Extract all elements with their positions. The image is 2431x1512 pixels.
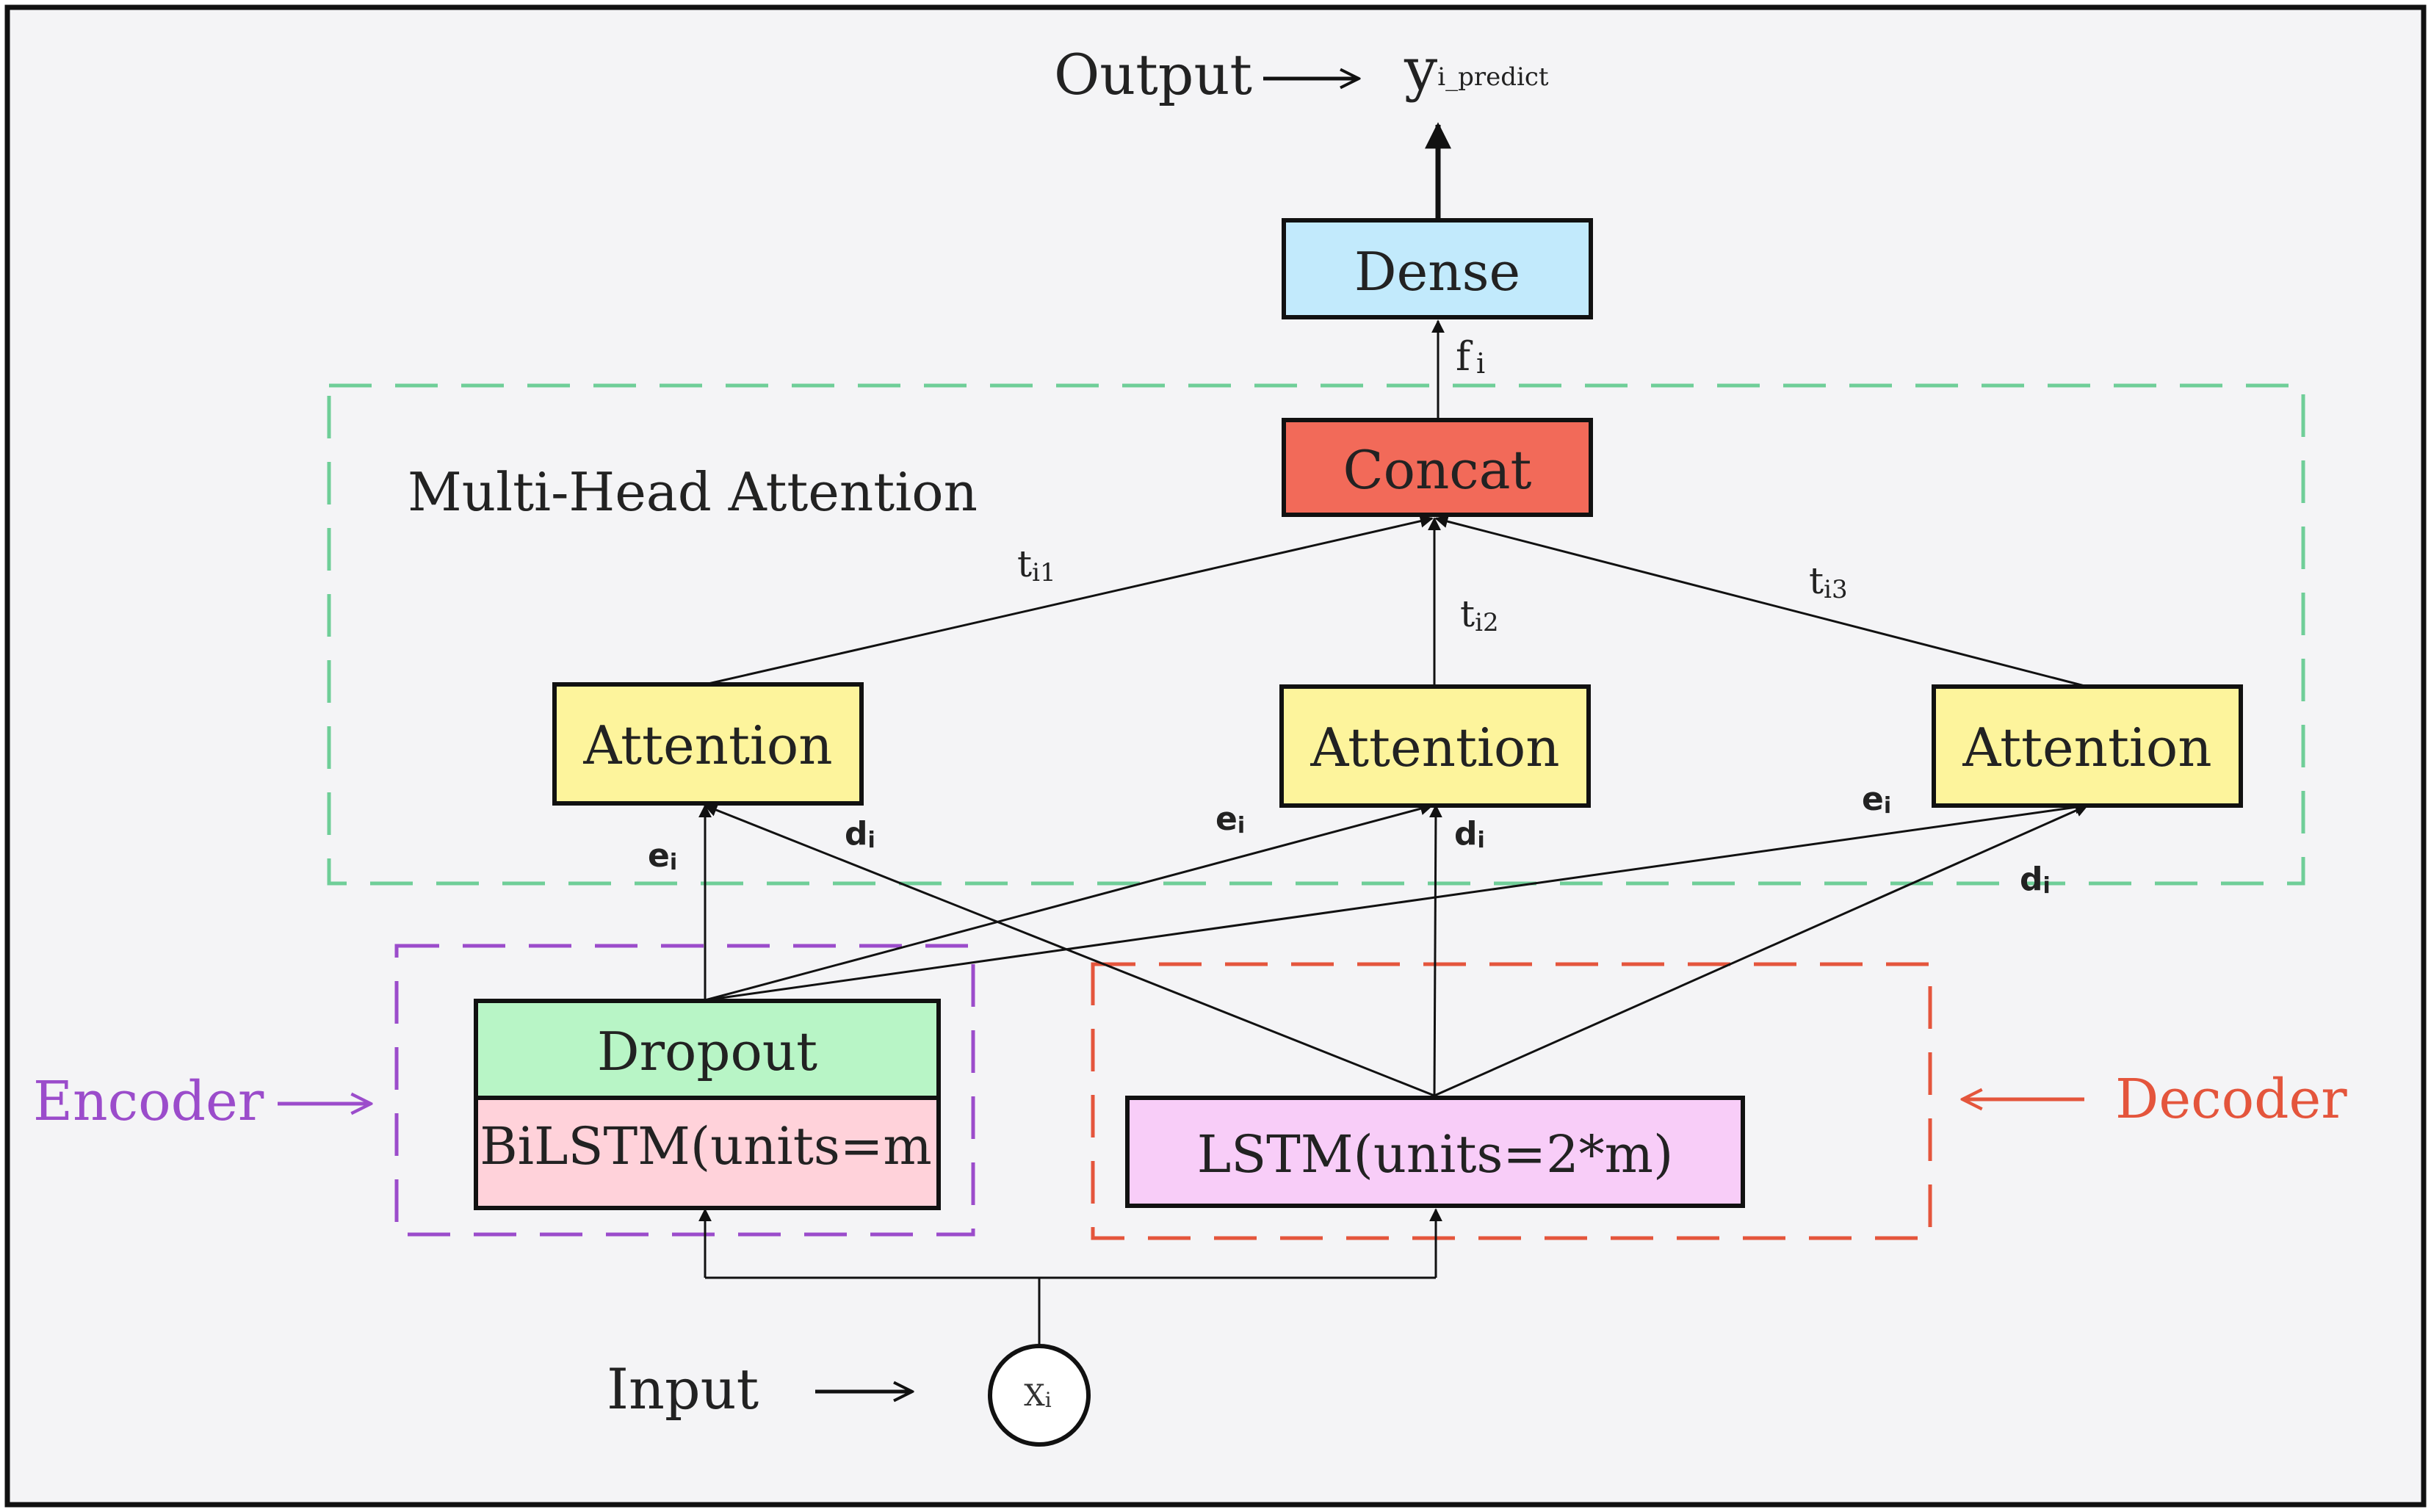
attention-box-1: Attention <box>552 682 864 806</box>
d-to-attention-3 <box>1434 804 2089 1097</box>
t2-label: ti2 <box>1460 593 1499 637</box>
bilstm-label: BiLSTM(units=m <box>480 1116 932 1176</box>
d-to-attention-1 <box>704 803 1435 1097</box>
e-to-attention-2 <box>704 802 1434 1002</box>
input-label: Input <box>607 1356 759 1422</box>
e-label-2: ei <box>1216 800 1245 839</box>
lstm-label: LSTM(units=2*m) <box>1197 1124 1674 1184</box>
d-label-1: di <box>845 815 875 853</box>
input-node <box>988 1344 1091 1447</box>
e-to-attention-3 <box>704 800 2089 1002</box>
d-to-attention-2 <box>1428 804 1442 1096</box>
e-label-3: ei <box>1862 781 1891 819</box>
input-node-label: Xi <box>1024 1379 1051 1413</box>
multi-head-attention-group <box>327 383 2305 886</box>
dense-label: Dense <box>1354 241 1520 303</box>
encoder-group <box>394 944 975 1237</box>
attention-label-1: Attention <box>582 715 832 776</box>
dense-box: Dense <box>1282 218 1593 319</box>
y-predict-label: yi_predict <box>1404 35 1549 104</box>
attention-box-3: Attention <box>1932 684 2243 808</box>
multi-head-attention-label: Multi-Head Attention <box>408 461 978 523</box>
t1-label: ti1 <box>1017 543 1056 587</box>
d-label-2: di <box>1454 815 1485 853</box>
connectors <box>698 122 2089 1346</box>
encoder-label: Encoder <box>33 1070 264 1133</box>
lstm-box: LSTM(units=2*m) <box>1125 1096 1745 1208</box>
decoder-group <box>1091 962 1932 1240</box>
d-label-3: di <box>2020 861 2051 899</box>
dropout-box: Dropout <box>474 999 941 1100</box>
concat-label: Concat <box>1343 439 1532 501</box>
t3-label: ti3 <box>1809 560 1848 604</box>
e-label-1: ei <box>648 837 677 875</box>
dropout-label: Dropout <box>597 1021 817 1082</box>
output-label: Output <box>1054 42 1252 107</box>
concat-box: Concat <box>1282 418 1593 517</box>
attention-label-2: Attention <box>1310 717 1559 778</box>
t3-line <box>1434 515 2088 688</box>
decoder-label: Decoder <box>2115 1068 2347 1131</box>
attention-box-2: Attention <box>1279 684 1591 808</box>
bilstm-box: BiLSTM(units=m <box>474 1096 941 1210</box>
attention-label-3: Attention <box>1962 717 2211 778</box>
t1-line <box>704 514 1434 686</box>
